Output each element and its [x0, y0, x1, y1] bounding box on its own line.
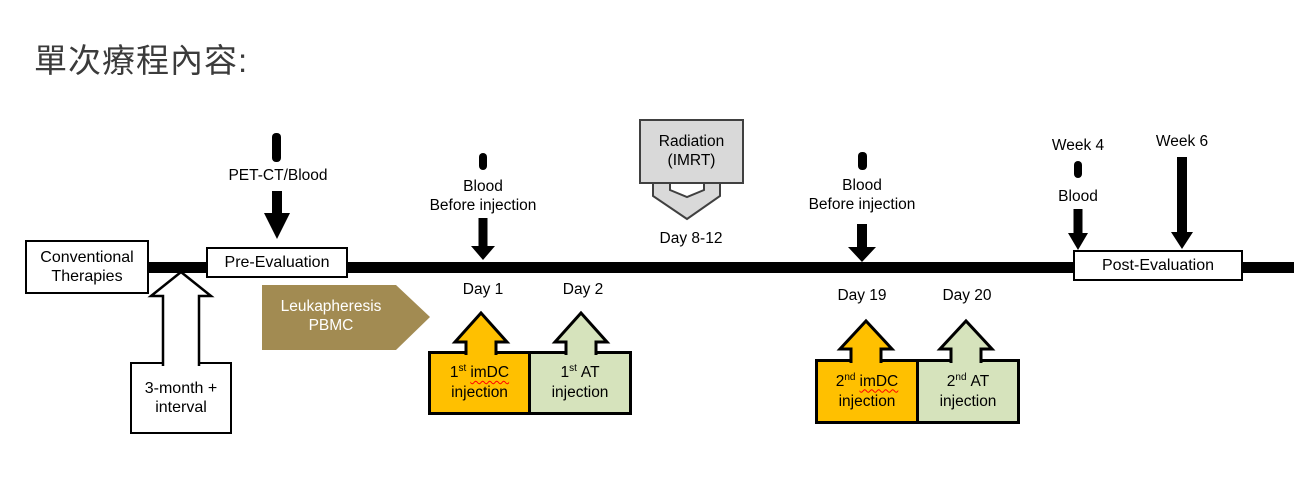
week-4-blood-label: Blood [1058, 188, 1098, 205]
interval-box: 3-month + interval [130, 362, 232, 434]
marker-bar-blood2 [858, 152, 867, 170]
conventional-line2: Therapies [51, 268, 123, 285]
down-arrow-blood1 [471, 218, 495, 260]
at1-line2: injection [551, 384, 609, 401]
marker-bar-week4 [1074, 161, 1082, 178]
down-arrow-week6 [1171, 157, 1193, 249]
imdc2-line2: injection [838, 392, 896, 410]
down-arrow-petct [264, 191, 290, 239]
leukapheresis-arrow-shape [262, 285, 430, 350]
down-arrow-blood2 [848, 224, 876, 262]
blood-before-injection-2: Blood Before injection [808, 177, 916, 213]
at2-drug: AT [970, 372, 990, 390]
week-6-label: Week 6 [1155, 133, 1209, 150]
slide-title: 單次療程內容: [34, 42, 249, 79]
imdc2-drug: imDC [859, 372, 899, 390]
marker-bar-blood1 [479, 153, 487, 170]
imdc1-drug: imDC [470, 364, 510, 381]
radiation-callout-box [639, 119, 744, 184]
day-8-12-label: Day 8-12 [659, 230, 723, 247]
post-evaluation-box: Post-Evaluation [1073, 250, 1243, 281]
day-2-label: Day 2 [562, 281, 604, 298]
at1-drug: AT [580, 364, 600, 381]
day-20-label: Day 20 [942, 287, 992, 304]
post-evaluation-label: Post-Evaluation [1101, 256, 1215, 274]
day-19-label: Day 19 [837, 287, 887, 304]
petct-blood-label: PET-CT/Blood [228, 167, 328, 184]
conventional-therapies-box: Conventional Therapies [25, 240, 149, 294]
down-arrow-week4-blood [1068, 209, 1088, 250]
pre-evaluation-box: Pre-Evaluation [206, 247, 348, 278]
radiation-label: Radiation (IMRT) [658, 133, 725, 169]
imdc1-line2: injection [451, 384, 508, 401]
week-4-label: Week 4 [1051, 137, 1105, 154]
timeline-line [140, 262, 1294, 273]
pre-evaluation-label: Pre-Evaluation [224, 253, 330, 271]
radiation-callout-arrow [652, 182, 721, 221]
marker-bar-petct [272, 133, 281, 162]
interval-line2: interval [155, 399, 207, 416]
day-1-label: Day 1 [462, 281, 504, 298]
conventional-line1: Conventional [40, 248, 134, 266]
blood-before-injection-1: Blood Before injection [429, 178, 537, 214]
interval-line1: 3-month + [144, 379, 218, 397]
leukapheresis-label: Leukapheresis PBMC [280, 298, 382, 334]
at2-line2: injection [939, 392, 997, 410]
